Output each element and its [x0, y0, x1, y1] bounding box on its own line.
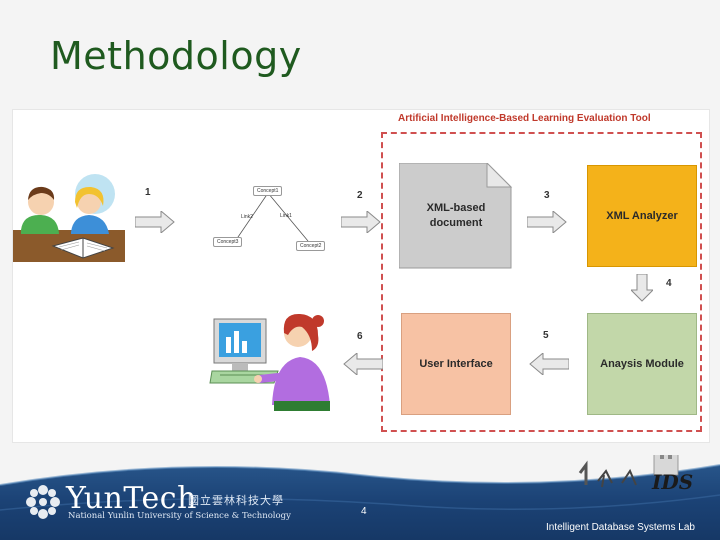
right-arrow-icon	[135, 211, 175, 233]
analysis-module-box: Anaysis Module	[587, 313, 697, 415]
analysis-module-label: Anaysis Module	[600, 358, 684, 370]
tool-boundary	[381, 132, 702, 432]
right-arrow-icon	[527, 211, 567, 233]
user-at-computer-illustration	[209, 313, 330, 411]
ids-logo-text: IDS	[651, 470, 693, 494]
yuntech-logo-icon	[26, 485, 60, 519]
step-number: 4	[666, 278, 672, 289]
xml-document-box: XML-based document	[399, 163, 513, 269]
footer-banner: YunTech 國立雲林科技大學 National Yunlin Univers…	[0, 455, 720, 540]
left-arrow-icon	[529, 353, 569, 375]
step-number: 1	[145, 187, 151, 198]
step-number: 5	[543, 330, 549, 341]
concept-node: Concept1	[253, 186, 283, 196]
xml-analyzer-box: XML Analyzer	[587, 165, 697, 267]
ids-lab-logo: IDS	[578, 455, 693, 494]
step-number: 2	[357, 190, 363, 201]
xml-analyzer-label: XML Analyzer	[606, 210, 678, 222]
students-reading-illustration	[13, 174, 125, 262]
left-arrow-icon	[343, 353, 383, 375]
footer-wave-decoration	[0, 455, 720, 511]
user-interface-box: User Interface	[401, 313, 511, 415]
tool-label: Artificial Intelligence-Based Learning E…	[398, 113, 651, 124]
methodology-diagram: Concept1 Concept3 Concept2 Link2 Link1 A…	[13, 110, 709, 442]
down-arrow-icon	[631, 274, 653, 302]
concept-map-links	[235, 192, 309, 242]
link-label: Link1	[280, 213, 292, 219]
lab-name: Intelligent Database Systems Lab	[546, 522, 695, 533]
step-number: 6	[357, 331, 363, 342]
yuntech-brand: YunTech	[66, 481, 197, 516]
step-number: 3	[544, 190, 550, 201]
document-icon	[399, 163, 513, 269]
slide-title: Methodology	[50, 34, 302, 78]
concept-node: Concept2	[296, 241, 326, 251]
link-label: Link2	[241, 214, 253, 220]
xml-document-label: XML-based document	[426, 202, 486, 229]
yuntech-brand-chinese: 國立雲林科技大學	[188, 494, 284, 507]
yuntech-brand-english: National Yunlin University of Science & …	[68, 511, 291, 521]
page-number: 4	[361, 506, 367, 517]
concept-node: Concept3	[213, 237, 243, 247]
right-arrow-icon	[341, 211, 381, 233]
user-interface-label: User Interface	[419, 358, 493, 370]
